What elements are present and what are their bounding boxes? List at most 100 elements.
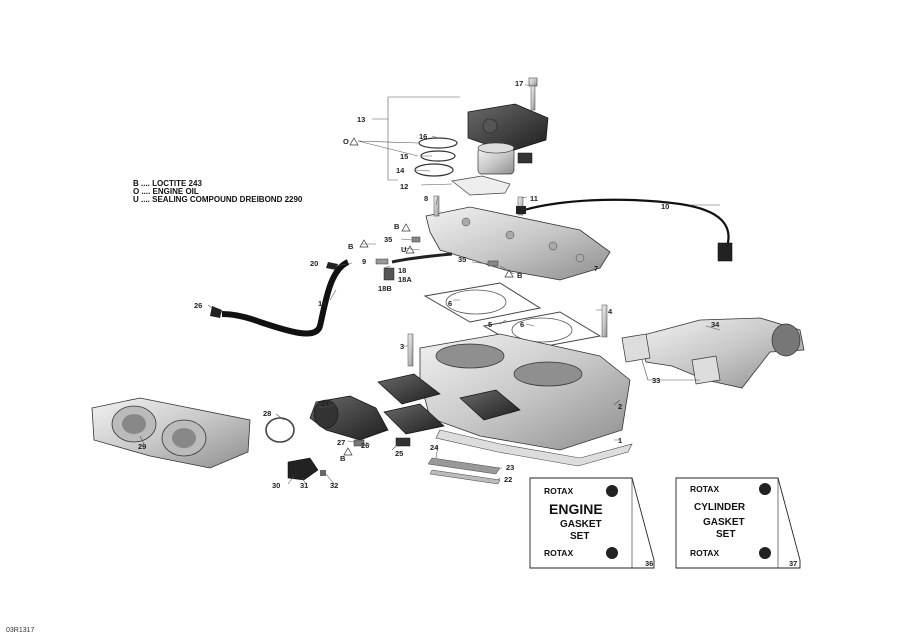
engine-kit-line1: ENGINE xyxy=(549,501,603,517)
callout-3: 3 xyxy=(400,342,404,351)
fitting-35 xyxy=(411,236,421,243)
hose-18 xyxy=(391,252,453,264)
callout-o: O xyxy=(343,137,349,146)
callout-6-a: 6 xyxy=(448,299,452,308)
callout-12: 12 xyxy=(400,182,408,191)
screw-32 xyxy=(320,470,326,476)
pump-body-top xyxy=(477,142,515,154)
callout-25: 25 xyxy=(395,449,403,458)
pump-port xyxy=(482,118,498,134)
cylinder-kit-box xyxy=(675,477,801,569)
cylinder-kit-brand-bottom: ROTAX xyxy=(690,548,719,558)
callout-10: 10 xyxy=(661,202,669,211)
cylinder-bore xyxy=(435,343,505,369)
sensor-31 xyxy=(287,457,319,481)
bolt-17-shank xyxy=(530,85,536,111)
o-ring-6b xyxy=(511,317,573,343)
gasket-5a xyxy=(423,282,542,323)
callout-18: 18 xyxy=(398,266,406,275)
nipple-9 xyxy=(375,258,389,265)
cylinder-kit-line2: GASKET xyxy=(703,517,745,528)
sensor-parts xyxy=(287,457,326,481)
callout-7: 7 xyxy=(594,264,598,273)
callout-8: 8 xyxy=(424,194,428,203)
callout-14: 14 xyxy=(396,166,405,175)
callout-33: 33 xyxy=(652,376,660,385)
rotax-logo-icon xyxy=(759,483,771,495)
sensor-cable xyxy=(523,198,730,251)
callout-20: 20 xyxy=(310,259,318,268)
callout-13: 13 xyxy=(357,115,365,124)
callout-29: 29 xyxy=(138,442,146,451)
fitting-25 xyxy=(395,437,411,447)
cylinder-kit-line3: SET xyxy=(716,529,735,540)
callout-17: 17 xyxy=(515,79,523,88)
fittings xyxy=(359,223,515,281)
bolt-8 xyxy=(433,195,440,217)
reed-valve xyxy=(377,373,441,405)
bolt-17 xyxy=(528,77,538,87)
callout-32: 32 xyxy=(330,481,338,490)
callout-11: 11 xyxy=(530,194,538,203)
intake-parts xyxy=(265,395,411,456)
loctite-symbol xyxy=(401,223,411,232)
cylinder-bore xyxy=(513,361,583,387)
gasket-12 xyxy=(451,175,511,196)
clamp-20 xyxy=(326,262,338,270)
legend: B .... LOCTITE 243 O .... ENGINE OIL U .… xyxy=(133,179,303,204)
fitting-18a xyxy=(383,267,395,281)
callout-15: 15 xyxy=(400,152,408,161)
cylinder-block xyxy=(377,333,633,467)
legend-line-b: B .... LOCTITE 243 xyxy=(133,179,202,188)
head-bolt-boss xyxy=(575,253,585,263)
rotax-logo-icon xyxy=(606,547,618,559)
callout-34: 34 xyxy=(711,320,720,329)
callout-19: 19 xyxy=(318,299,326,308)
callout-31: 31 xyxy=(300,481,308,490)
bolt-4 xyxy=(601,304,608,338)
pump-sensor xyxy=(517,152,533,164)
callout-b-4: B xyxy=(340,454,346,463)
cylinder-head xyxy=(425,195,733,281)
o-ring-6a xyxy=(445,289,507,315)
callout-22: 22 xyxy=(504,475,512,484)
callout-24: 24 xyxy=(430,443,439,452)
callout-21: 21 xyxy=(321,399,329,408)
o-ring-14 xyxy=(414,163,454,177)
base-gasket-1 xyxy=(435,429,633,467)
exhaust-outlet xyxy=(771,323,801,357)
cylinder-gasket-kit: ROTAX CYLINDER GASKET SET ROTAX xyxy=(675,477,801,569)
callout-b-2: B xyxy=(348,242,354,251)
engine-kit-box xyxy=(529,477,655,569)
callout-30: 30 xyxy=(272,481,280,490)
rotax-logo-icon xyxy=(606,485,618,497)
sealant-symbol xyxy=(405,245,415,254)
throttle-plate xyxy=(172,428,196,448)
callout-b-3: B xyxy=(517,271,523,280)
cable-connector xyxy=(717,242,733,262)
rotax-logo-icon xyxy=(759,547,771,559)
exhaust-manifold-body xyxy=(639,317,805,389)
decal-23 xyxy=(427,457,501,475)
callout-26-a: 26 xyxy=(194,301,202,310)
exhaust-manifold xyxy=(621,317,805,389)
callout-6-b: 6 xyxy=(520,320,524,329)
clamp-28 xyxy=(265,417,295,443)
exhaust-gasket-33b xyxy=(691,355,721,385)
callouts: 17 13 16 15 14 12 O 8 11 10 B 35 U B 9 2… xyxy=(138,79,797,568)
intake-adapter-mouth xyxy=(313,399,339,429)
engine-gasket-kit: ROTAX ENGINE GASKET SET ROTAX xyxy=(529,477,655,569)
legend-line-u: U .... SEALING COMPOUND DREIBOND 2290 xyxy=(133,195,303,204)
engine-kit-line3: SET xyxy=(570,531,589,542)
coolant-hose xyxy=(210,259,350,337)
cylinder-kit-brand-top: ROTAX xyxy=(690,484,719,494)
reed-valve xyxy=(383,403,445,435)
cylinder-kit-line1: CYLINDER xyxy=(694,502,746,513)
exhaust-gasket-33a xyxy=(621,333,651,363)
head-bolt-boss xyxy=(461,217,471,227)
loctite-symbol xyxy=(343,447,353,456)
loctite-symbol xyxy=(359,239,369,248)
cylinder-head-body xyxy=(425,206,611,281)
leader-lines xyxy=(139,84,721,485)
